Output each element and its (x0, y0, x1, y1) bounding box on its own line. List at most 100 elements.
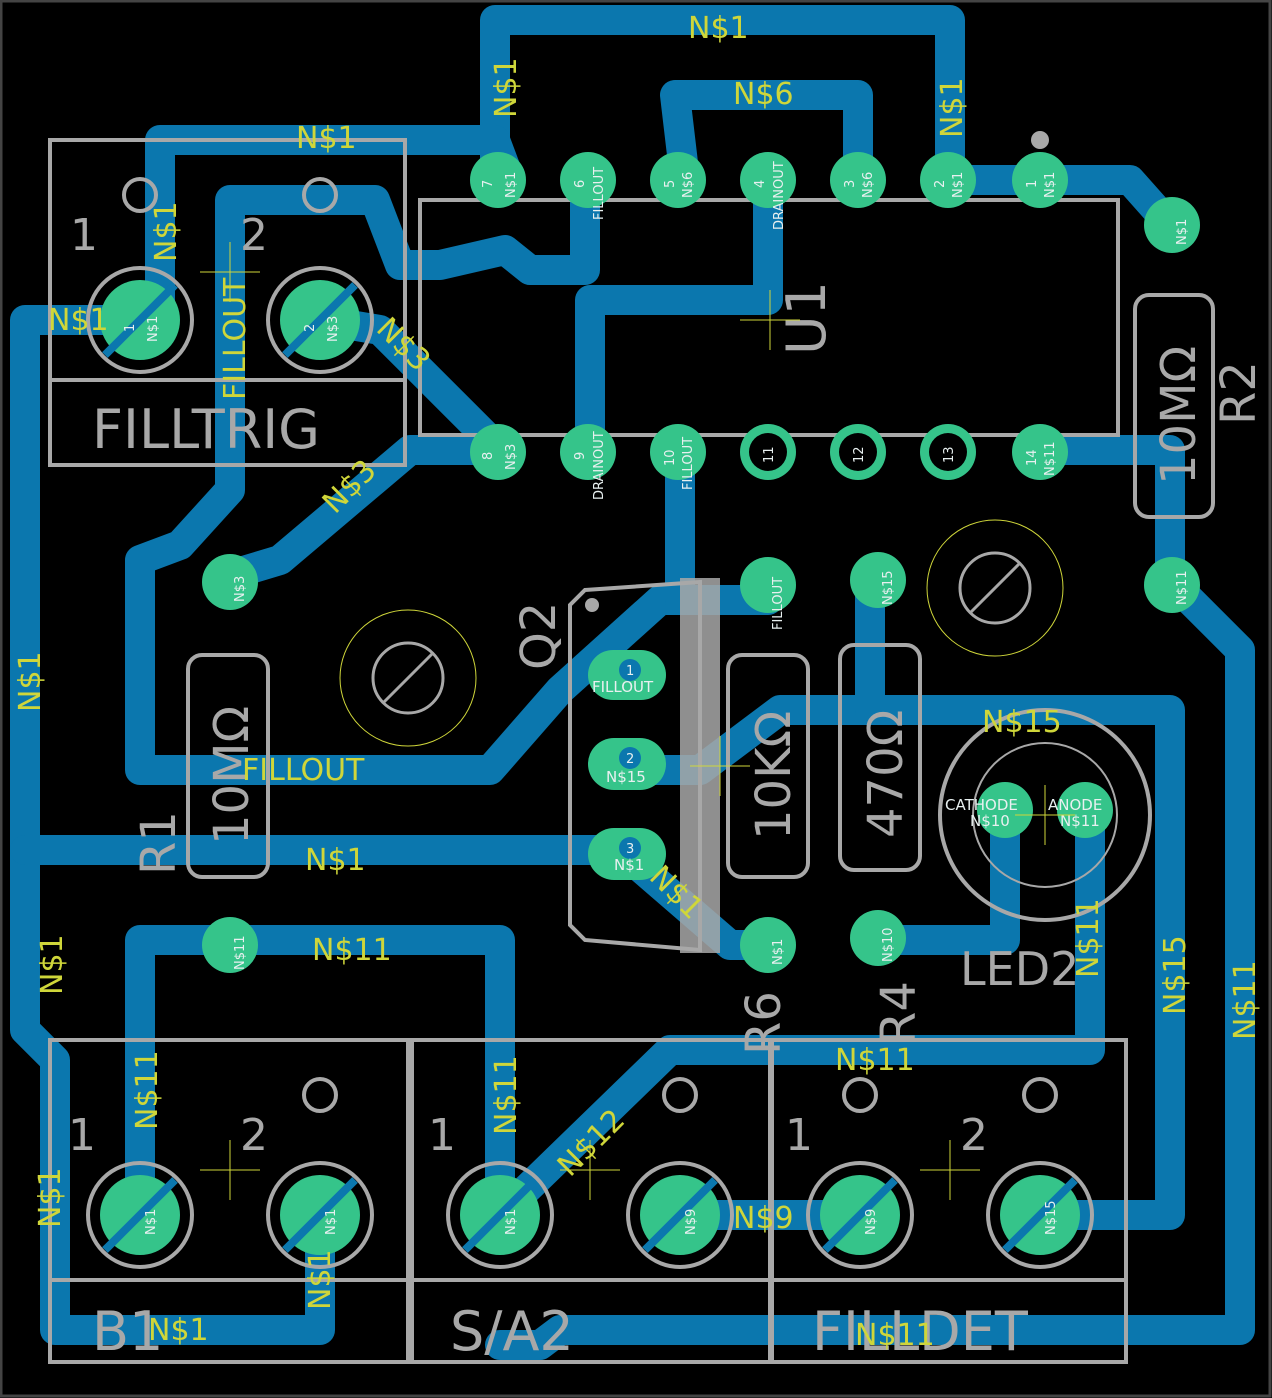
trace-n11-r1b (215, 925, 515, 1230)
svg-text:N$1: N$1 (324, 1209, 339, 1235)
svg-text:N$1: N$1 (146, 316, 161, 342)
sa2-pin1-label: 1 (428, 1110, 456, 1161)
label-n1-b1-v: N$1 (303, 1249, 338, 1310)
label-n1-bottom: N$1 (148, 1313, 209, 1348)
u1-pin-9: 9 DRAINOUT (560, 424, 616, 500)
r6-body: 10KΩ R6 (726, 653, 810, 1055)
svg-text:5: 5 (663, 180, 678, 188)
u1-pin-8: 8 N$3 (470, 424, 526, 480)
mounting-hole-left (339, 609, 477, 747)
svg-text:N$6: N$6 (861, 172, 876, 198)
label-n1-filltrig-v: N$1 (149, 201, 184, 262)
svg-text:N$11: N$11 (1060, 812, 1100, 830)
svg-text:N$15: N$15 (606, 768, 646, 786)
svg-text:1: 1 (123, 324, 138, 332)
r2-body: 10MΩ R2 (1133, 293, 1267, 519)
bottom-terminals: 1 2 1 1 2 B1 S/A2 FILLDET (48, 1038, 1128, 1364)
svg-text:DRAINOUT: DRAINOUT (592, 431, 607, 500)
svg-text:N$3: N$3 (326, 316, 341, 342)
u1-pin-13: 13 (920, 424, 976, 480)
r6-pad-bot: N$1 (740, 917, 796, 973)
trace-n12 (485, 795, 1105, 1230)
svg-text:N$11: N$11 (233, 935, 248, 970)
u1-pin-12: 12 (830, 424, 886, 480)
svg-text:N$10: N$10 (881, 927, 896, 962)
label-n1-topleft: N$1 (489, 57, 524, 118)
svg-text:N$11: N$11 (1175, 570, 1190, 605)
r4-pad-bot: N$10 (850, 910, 906, 966)
r1-ref: R1 (131, 811, 187, 875)
r2-pad-top: N$1 (1144, 197, 1200, 253)
label-n11-r1: N$11 (312, 933, 392, 968)
trace-n10 (855, 795, 1020, 955)
svg-text:N$1: N$1 (1175, 219, 1190, 245)
label-n11-sa2: N$11 (489, 1055, 524, 1135)
svg-text:FILLOUT: FILLOUT (592, 167, 607, 220)
svg-text:FILLOUT: FILLOUT (681, 437, 696, 490)
sa2-name: S/A2 (450, 1300, 574, 1363)
filldet-name: FILLDET (812, 1300, 1029, 1363)
svg-text:6: 6 (573, 180, 588, 188)
u1-pin-6: 6 FILLOUT (560, 152, 616, 220)
filltrig-name: FILLTRIG (92, 398, 320, 461)
label-n1-topright: N$1 (935, 77, 970, 138)
r4-body: 470Ω R4 (838, 643, 927, 1045)
svg-text:11: 11 (762, 446, 777, 463)
label-n9: N$9 (733, 1201, 794, 1236)
svg-text:N$3: N$3 (504, 444, 519, 470)
r2-pad-bot: N$11 (1144, 557, 1200, 613)
label-n1-leftedge-c: N$1 (33, 1167, 68, 1228)
label-n1-filltrig-top: N$1 (296, 121, 357, 156)
svg-text:3: 3 (843, 180, 858, 188)
q2-ref: Q2 (511, 602, 567, 670)
filltrig-terminal: 1 2 FILLTRIG (48, 138, 407, 467)
trace-n3-r1 (215, 435, 515, 590)
svg-text:N$15: N$15 (1044, 1200, 1059, 1235)
q2-pin-2: 2N$15 (588, 738, 666, 790)
svg-text:8: 8 (481, 452, 496, 460)
svg-text:2: 2 (933, 180, 948, 188)
svg-text:N$1: N$1 (1043, 172, 1058, 198)
svg-text:N$3: N$3 (233, 576, 248, 602)
label-n1-leftedge-b: N$1 (35, 934, 70, 995)
r2-value: 10MΩ (1151, 346, 1207, 485)
sa2-pad-1: N$1 (446, 1161, 554, 1269)
b1-pin1-label: 1 (68, 1110, 96, 1161)
svg-text:N$10: N$10 (970, 812, 1010, 830)
label-n11-led: N$11 (1071, 898, 1106, 978)
label-n11-filldet: N$11 (835, 1043, 915, 1078)
trace-n1-right (935, 165, 1185, 240)
svg-text:3: 3 (626, 842, 634, 857)
svg-text:N$1: N$1 (144, 1209, 159, 1235)
svg-text:9: 9 (573, 452, 588, 460)
r6-ref: R6 (736, 991, 792, 1055)
svg-text:N$9: N$9 (684, 1209, 699, 1235)
label-n15-led: N$15 (982, 705, 1062, 740)
svg-text:ANODE: ANODE (1048, 796, 1102, 814)
trace-n1-leftedge (10, 305, 335, 1345)
r1-pad-top: N$3 (202, 554, 258, 610)
r1-body: 10MΩ R1 (131, 653, 270, 879)
r4-ref: R4 (871, 981, 927, 1045)
filldet-pin2-label: 2 (960, 1110, 988, 1161)
svg-text:4: 4 (753, 180, 768, 188)
svg-text:2: 2 (303, 324, 318, 332)
b1-pad-2: N$1 (266, 1161, 374, 1269)
label-n1-h: N$1 (305, 843, 366, 878)
svg-text:12: 12 (852, 446, 867, 463)
u1-ref: U1 (775, 281, 838, 355)
trace-drainout (575, 165, 783, 465)
svg-text:N$9: N$9 (864, 1209, 879, 1235)
b1-name: B1 (92, 1300, 163, 1363)
label-fillout-v: FILLOUT (218, 277, 253, 400)
r1-pad-bot: N$11 (202, 917, 258, 973)
r4-pad-top: N$15 (850, 552, 906, 608)
